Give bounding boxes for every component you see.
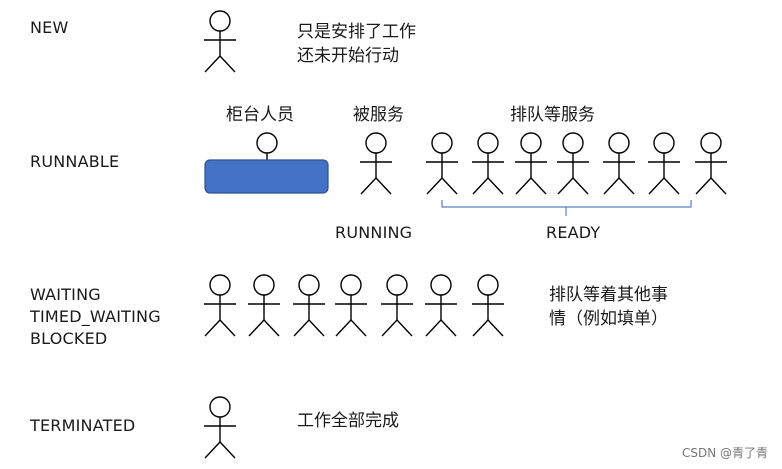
running-label: RUNNING: [335, 223, 413, 242]
state-terminated-label: TERMINATED: [30, 416, 136, 435]
waiting-thread-figure: [203, 274, 237, 337]
ready-thread-figure: [602, 132, 636, 195]
new-note-line2: 还未开始行动: [297, 46, 399, 66]
state-waiting-label: WAITING: [30, 285, 101, 304]
state-blocked-label: BLOCKED: [30, 329, 108, 348]
ready-bracket: [441, 200, 692, 216]
waiting-thread-figure: [292, 274, 326, 337]
terminated-thread-figure: [203, 396, 237, 459]
running-thread-figure: [359, 132, 393, 195]
watermark: CSDN @青了青: [681, 446, 768, 460]
counter-staff-figure: [204, 132, 329, 194]
ready-thread-figure: [514, 132, 548, 195]
waiting-thread-figure: [424, 274, 458, 337]
ready-thread-figure: [471, 132, 505, 195]
ready-thread-figure: [647, 132, 681, 195]
waiting-note-line2: 情（例如填单）: [549, 309, 668, 329]
counter-desk: [204, 159, 329, 194]
counter-staff-label: 柜台人员: [226, 105, 294, 125]
waiting-thread-figure: [471, 274, 505, 337]
state-runnable-label: RUNNABLE: [30, 152, 120, 171]
waiting-thread-figure: [247, 274, 281, 337]
waiting-thread-figure: [380, 274, 414, 337]
ready-queue: [425, 132, 728, 195]
new-thread-figure: [203, 10, 237, 73]
waiting-thread-figure: [334, 274, 368, 337]
waiting-queue: [203, 274, 505, 337]
queue-for-service-label: 排队等服务: [510, 105, 595, 125]
ready-thread-figure: [556, 132, 590, 195]
terminated-note: 工作全部完成: [297, 411, 399, 431]
ready-label: READY: [546, 223, 601, 242]
ready-thread-figure: [694, 132, 728, 195]
state-new-label: NEW: [30, 18, 69, 37]
being-served-label: 被服务: [353, 105, 404, 125]
ready-thread-figure: [425, 132, 459, 195]
state-timed-waiting-label: TIMED_WAITING: [30, 307, 161, 326]
new-note-line1: 只是安排了工作: [297, 22, 416, 42]
waiting-note-line1: 排队等着其他事: [549, 285, 668, 305]
